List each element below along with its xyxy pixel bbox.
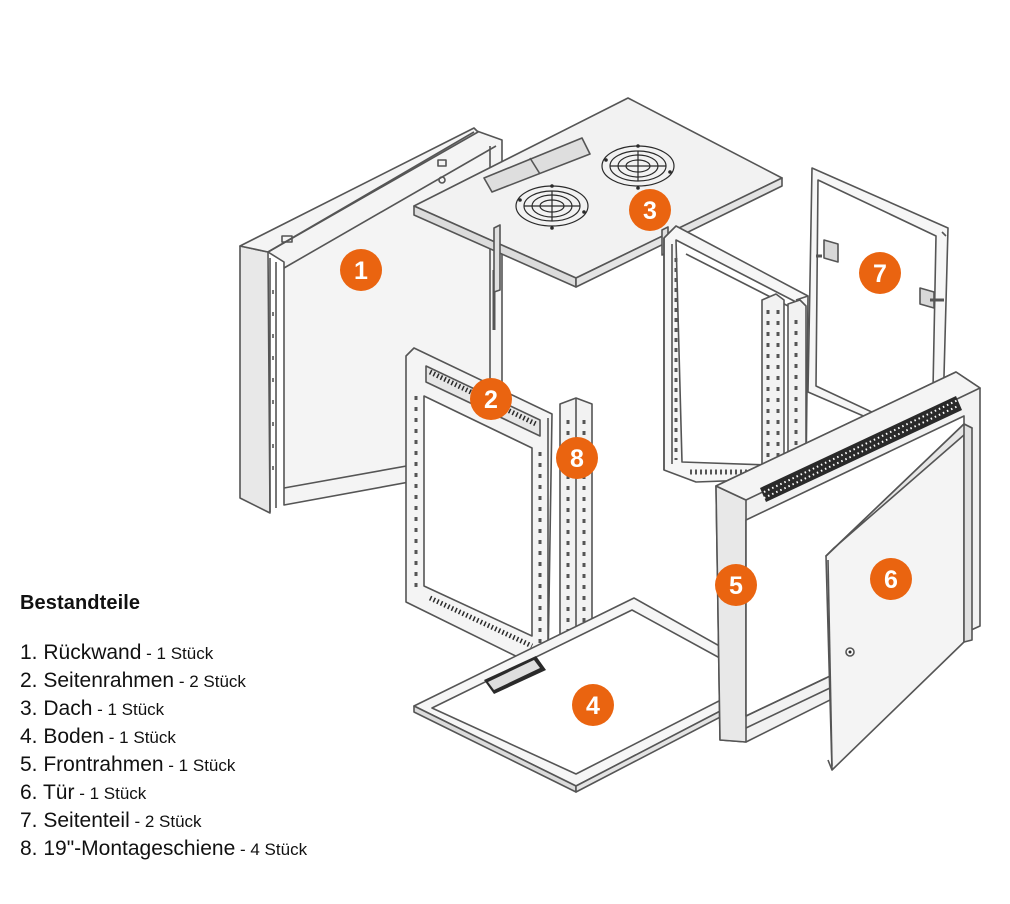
part-quantity: - 1 Stück <box>92 700 165 719</box>
svg-text:8: 8 <box>570 445 584 473</box>
callout-6: 6 <box>870 558 912 600</box>
parts-list: 1. Rückwand - 1 Stück 2. Seitenrahmen - … <box>20 639 540 863</box>
callout-badges: 1 2 3 4 5 6 7 8 <box>340 189 912 726</box>
part-quantity: - 1 Stück <box>104 728 176 747</box>
svg-text:6: 6 <box>884 566 898 594</box>
part-item: 7. Seitenteil - 2 Stück <box>20 807 540 835</box>
callout-8: 8 <box>556 437 598 479</box>
svg-text:3: 3 <box>643 197 657 225</box>
svg-text:4: 4 <box>586 692 600 720</box>
part-item: 4. Boden - 1 Stück <box>20 723 540 751</box>
part-quantity: - 2 Stück <box>174 672 246 691</box>
part-name: 5. Frontrahmen <box>20 753 164 776</box>
roof-part <box>413 97 783 293</box>
callout-5: 5 <box>715 564 757 606</box>
callout-7: 7 <box>859 252 901 294</box>
parts-list-panel: Bestandteile 1. Rückwand - 1 Stück 2. Se… <box>20 592 540 863</box>
part-name: 2. Seitenrahmen <box>20 669 175 692</box>
part-name: 1. Rückwand <box>20 641 142 664</box>
part-name: 7. Seitenteil <box>20 809 130 832</box>
callout-2: 2 <box>470 378 512 420</box>
callout-4: 4 <box>572 684 614 726</box>
part-item: 3. Dach - 1 Stück <box>20 695 540 723</box>
svg-text:5: 5 <box>729 572 743 600</box>
part-item: 5. Frontrahmen - 1 Stück <box>20 751 540 779</box>
part-quantity: - 1 Stück <box>163 756 236 775</box>
svg-text:2: 2 <box>484 386 498 414</box>
side-panel-part <box>807 167 949 451</box>
part-quantity: - 1 Stück <box>141 644 214 663</box>
part-name: 6. Tür <box>20 781 75 804</box>
part-item: 6. Tür - 1 Stück <box>20 779 540 807</box>
part-item: 1. Rückwand - 1 Stück <box>20 639 540 667</box>
svg-text:1: 1 <box>354 257 368 285</box>
callout-3: 3 <box>629 189 671 231</box>
rear-frame-part <box>663 225 809 483</box>
parts-list-title: Bestandteile <box>20 592 141 614</box>
part-quantity: - 2 Stück <box>129 812 202 831</box>
part-item: 2. Seitenrahmen - 2 Stück <box>20 667 540 695</box>
svg-text:7: 7 <box>873 260 887 288</box>
callout-1: 1 <box>340 249 382 291</box>
part-name: 3. Dach <box>20 697 93 720</box>
part-name: 8. 19"-Montageschiene <box>20 837 236 860</box>
part-quantity: - 4 Stück <box>235 840 308 859</box>
part-name: 4. Boden <box>20 725 105 748</box>
part-quantity: - 1 Stück <box>74 784 147 803</box>
part-item: 8. 19"-Montageschiene - 4 Stück <box>20 835 540 863</box>
